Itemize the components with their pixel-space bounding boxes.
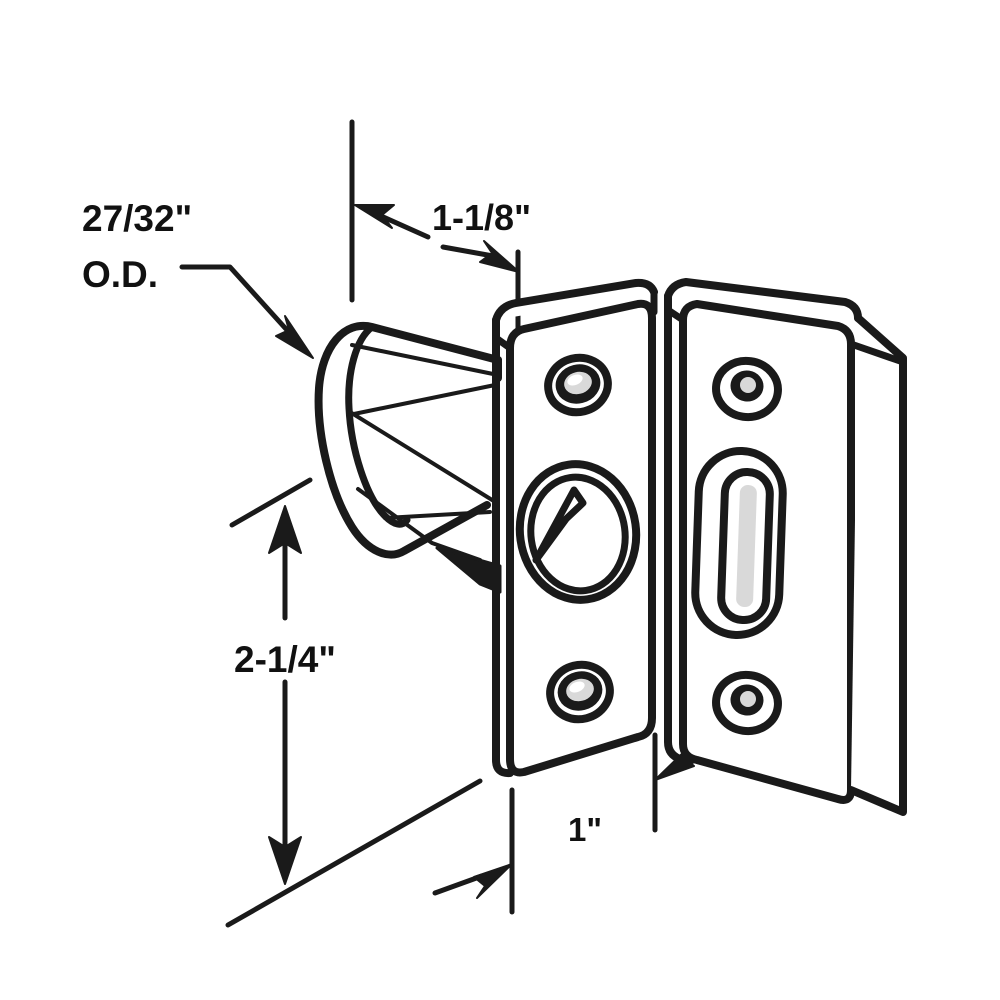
strike-slot-highlight (736, 485, 757, 608)
dimension-line-height (268, 505, 302, 885)
strike-plate-top-bevel (664, 278, 862, 322)
faceplate-screw-hole-bottom (546, 660, 614, 724)
faceplate-corner-connector (492, 334, 514, 352)
dim-line-width-left (432, 873, 485, 896)
dimension-label-depth: 1-1/8" (432, 197, 531, 238)
screw-hole-top-specular (567, 374, 583, 386)
dimension-label-height: 2-1/4" (234, 639, 336, 680)
dim-line-depth-right (440, 244, 496, 259)
latch-barrel (314, 321, 502, 594)
barrel-construction-line-diagonal-b (348, 410, 499, 505)
dim-arrowhead-width-left (473, 863, 513, 899)
strike-plate-corner-connector (664, 306, 687, 324)
dimension-leader-od (179, 264, 314, 359)
extension-line-top-diagonal (229, 477, 313, 528)
barrel-construction-line-top (350, 343, 500, 377)
faceplate-screw-hole-top (544, 353, 612, 417)
leader-arrowhead-od (275, 315, 314, 359)
dimension-label-od-line1: 27/32" (82, 198, 192, 239)
barrel-construction-line-diagonal-a (347, 383, 497, 417)
latch-faceplate (492, 278, 658, 778)
ball-catch-opening (515, 460, 641, 604)
barrel-front-face (345, 323, 411, 528)
ball-opening-inner-ring (527, 473, 629, 595)
strike-plate-slot (691, 447, 787, 639)
barrel-construction-line-bottom (383, 510, 492, 520)
barrel-outline (314, 321, 502, 559)
dim-arrowhead-depth-right (479, 240, 520, 273)
dim-arrowhead-height-bottom (268, 836, 302, 885)
faceplate-top-bevel (492, 278, 658, 324)
strike-plate-flange-fold-line (847, 340, 907, 366)
strike-screw-hole-bottom (712, 670, 782, 736)
dimension-label-od-line2: O.D. (82, 254, 158, 295)
dimension-label-width: 1" (568, 811, 602, 848)
strike-plate-return-flange (847, 314, 907, 816)
leader-line-od (179, 264, 308, 353)
strike-screw-hole-top (712, 356, 782, 422)
strike-plate-left-edge (664, 292, 687, 764)
dim-arrowhead-height-top (268, 505, 302, 554)
strike-screw-hole-top-highlight (740, 377, 756, 393)
dim-arrowhead-depth-left (354, 204, 395, 229)
dimension-arrows-depth (354, 204, 520, 273)
barrel-thickness-line (356, 487, 482, 562)
strike-screw-hole-bottom-highlight (740, 691, 756, 707)
strike-plate (664, 278, 907, 816)
ball-detent-pointer (532, 486, 587, 564)
screw-hole-bottom-specular (569, 681, 585, 693)
extension-line-bottom-diagonal (225, 778, 483, 928)
faceplate-left-edge (492, 316, 514, 778)
